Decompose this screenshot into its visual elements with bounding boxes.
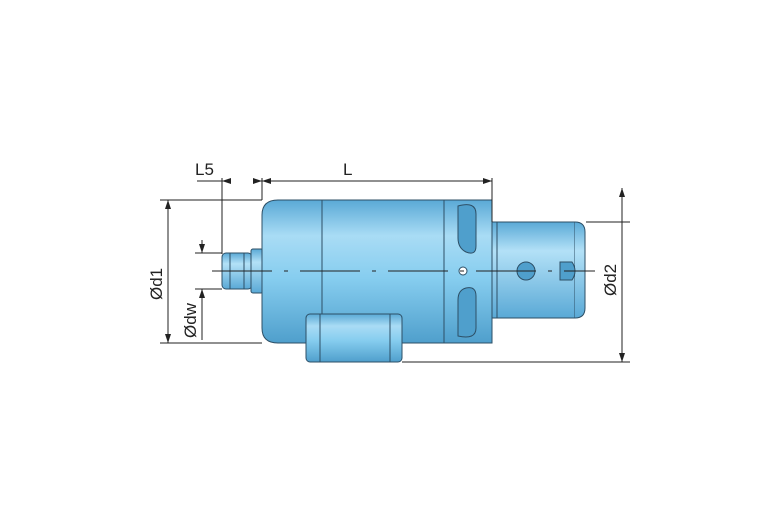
- dim-label-L: L: [343, 160, 352, 179]
- dim-label-d1: Ød1: [147, 268, 166, 300]
- tool-body: [221, 199, 586, 363]
- dim-label-d2: Ød2: [601, 264, 620, 296]
- dim-label-dw: Ødw: [181, 302, 200, 338]
- anti-rotation-block: [305, 313, 403, 363]
- upper-slot: [457, 204, 477, 254]
- lower-slot: [457, 287, 477, 338]
- dimension-lines: [160, 178, 630, 363]
- dim-label-L5: L5: [195, 160, 214, 179]
- front-nose: [261, 199, 323, 344]
